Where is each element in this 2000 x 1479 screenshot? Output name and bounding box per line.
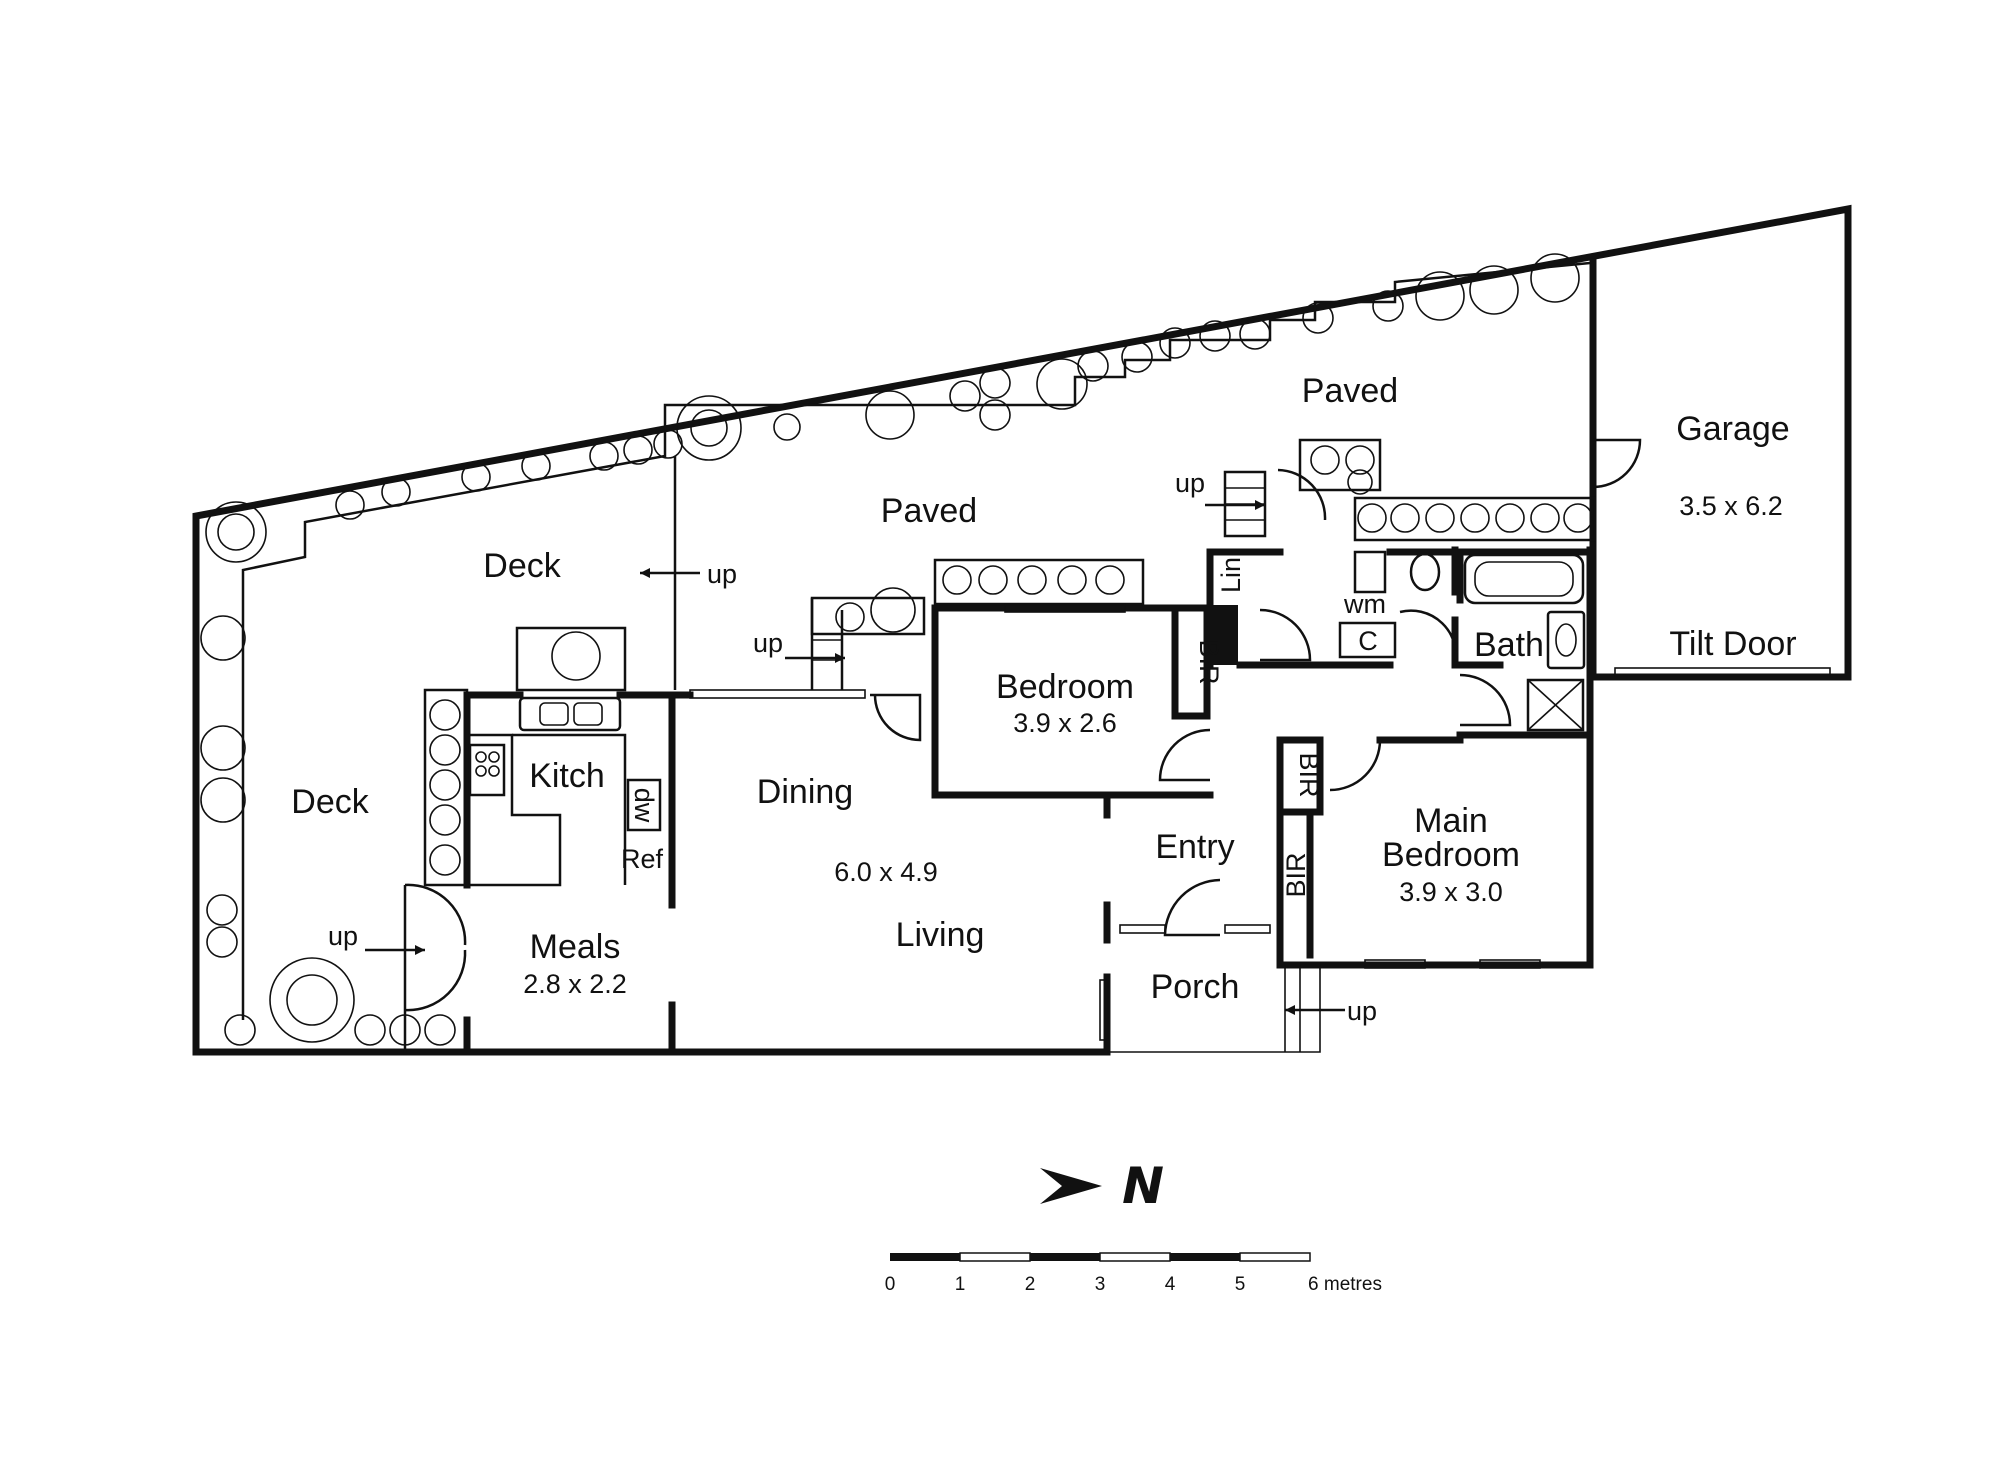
label-main-bedroom-dim: 3.9 x 3.0 [1399, 877, 1503, 907]
shrubs [200, 253, 1593, 1046]
label-kitch: Kitch [529, 757, 605, 795]
label-meals-dim: 2.8 x 2.2 [523, 969, 627, 999]
label-bedroom-dim: 3.9 x 2.6 [1013, 708, 1117, 738]
label-up-deck: up [707, 559, 737, 589]
label-tilt-door: Tilt Door [1669, 625, 1796, 663]
label-lin: Lin [1216, 557, 1246, 593]
label-garage-dim: 3.5 x 6.2 [1679, 491, 1783, 521]
scale-tick-4: 4 [1165, 1274, 1176, 1295]
label-bir-2: BIR [1294, 752, 1324, 797]
label-deck-upper: Deck [483, 547, 561, 585]
label-dw: dw [629, 788, 659, 823]
label-bir-3: BIR [1281, 852, 1311, 897]
scale-tick-3: 3 [1095, 1274, 1106, 1295]
label-paved-left: Paved [881, 492, 977, 530]
label-up-dining: up [753, 628, 783, 658]
label-living-dim: 6.0 x 4.9 [834, 857, 938, 887]
label-up-meals: up [328, 921, 358, 951]
scale-bar: 0 1 2 3 4 5 6 metres [885, 1252, 1382, 1295]
label-entry: Entry [1155, 828, 1234, 866]
label-bath: Bath [1474, 626, 1544, 664]
label-c: C [1358, 626, 1378, 656]
north-label: N [1122, 1157, 1164, 1215]
label-meals: Meals [530, 928, 621, 966]
north-compass: N [1040, 1157, 1164, 1215]
label-ref: Ref [621, 844, 664, 874]
north-arrow-icon [1040, 1168, 1102, 1204]
label-wm: wm [1343, 589, 1386, 619]
label-deck-lower: Deck [291, 783, 369, 821]
label-main-bedroom-2: Bedroom [1382, 836, 1520, 874]
doors [403, 438, 1642, 1052]
scale-tick-1: 1 [955, 1274, 966, 1295]
scale-tick-6: 6 metres [1308, 1274, 1382, 1295]
label-paved-right: Paved [1302, 372, 1398, 410]
label-up-porch: up [1347, 996, 1377, 1026]
kitchen-counter [467, 626, 662, 887]
label-bir-1: BIR [1194, 639, 1224, 684]
label-up-paved: up [1175, 468, 1205, 498]
label-garage: Garage [1676, 410, 1789, 448]
label-main-bedroom-1: Main [1414, 802, 1488, 840]
step-arrows [365, 500, 1345, 1015]
scale-tick-2: 2 [1025, 1274, 1036, 1295]
bath-fixtures [1338, 550, 1586, 732]
label-porch: Porch [1151, 968, 1240, 1006]
windows [689, 603, 1831, 1041]
label-dining: Dining [757, 773, 853, 811]
scale-tick-0: 0 [885, 1274, 896, 1295]
scale-tick-5: 5 [1235, 1274, 1246, 1295]
label-bedroom: Bedroom [996, 668, 1134, 706]
label-living: Living [896, 916, 985, 954]
room-labels: Deck Deck Paved Paved Garage 3.5 x 6.2 T… [291, 372, 1796, 1006]
step-labels: up up up up up [328, 468, 1377, 1026]
site-boundary [192, 204, 1852, 1056]
